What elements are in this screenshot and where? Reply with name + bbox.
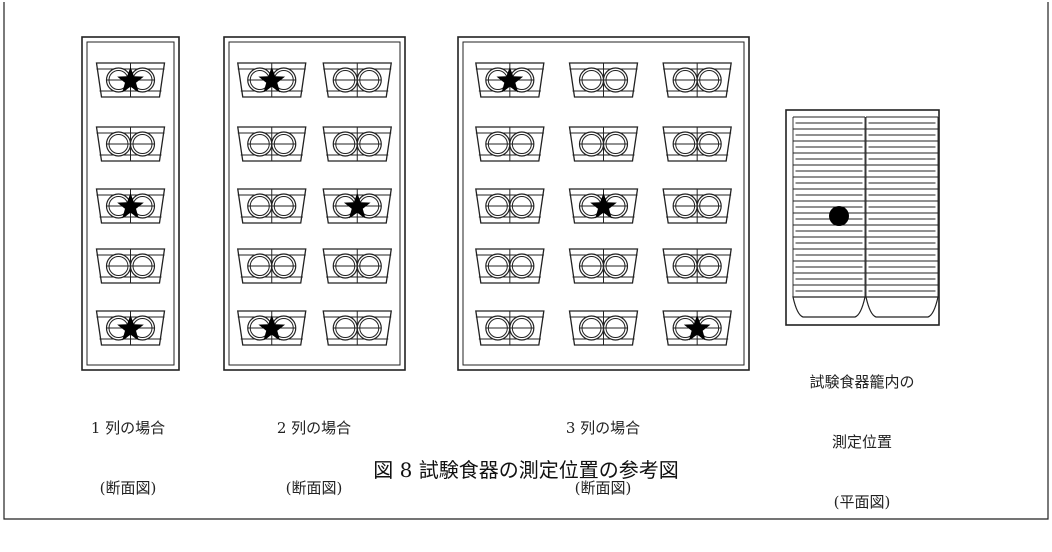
rack-outline <box>322 62 393 98</box>
panel-1-inner-frame <box>86 41 175 366</box>
rack-outline <box>662 248 732 284</box>
figure-caption: 図 8 試験食器の測定位置の参考図 <box>373 458 679 482</box>
diagram-canvas <box>3 2 1049 520</box>
rack-outline <box>568 188 639 224</box>
plan-view-frame <box>785 109 940 326</box>
measurement-point-dot-icon <box>829 206 849 226</box>
rack-outline <box>236 188 307 224</box>
plan-view-label: 試験食器籠内の 測定位置 (平面図) <box>786 332 938 552</box>
rack-outline <box>236 310 307 346</box>
dish-rack-unit-17 <box>568 62 639 98</box>
bowl-base <box>792 296 866 318</box>
panel-2-inner-frame <box>228 41 401 366</box>
rack-outline <box>568 310 639 346</box>
rack-outline <box>322 126 393 162</box>
dish-rack-unit-3 <box>95 188 166 224</box>
dish-rack-unit-7 <box>322 62 393 98</box>
dish-rack-unit-27 <box>662 248 732 284</box>
panel-3-inner-frame <box>462 41 745 366</box>
dish-rack-unit-8 <box>236 126 307 162</box>
measurement-star-icon <box>590 193 617 219</box>
rack-outline <box>475 62 545 98</box>
dish-rack-unit-16 <box>475 62 545 98</box>
dish-rack-unit-24 <box>662 188 732 224</box>
panel-2-label-line1: 2 列の場合 <box>276 419 352 437</box>
dish-rack-unit-21 <box>662 126 732 162</box>
panel-3-outer-frame <box>457 36 750 371</box>
rack-outline <box>236 126 307 162</box>
dish-rack-unit-22 <box>475 188 545 224</box>
rack-outline <box>322 248 393 284</box>
measurement-star-icon <box>258 67 286 93</box>
rack-outline <box>95 126 166 162</box>
dish-rack-unit-25 <box>475 248 545 284</box>
dish-rack-unit-12 <box>236 248 307 284</box>
rack-outline <box>662 310 732 346</box>
plan-view-dish-stack-1 <box>792 116 866 318</box>
bowl-base <box>865 296 939 318</box>
plan-view-label-line2: 測定位置 <box>831 433 892 451</box>
plan-view-label-line1: 試験食器籠内の <box>809 373 915 391</box>
panel-2-outer-frame <box>223 36 406 371</box>
dish-rack-unit-20 <box>568 126 639 162</box>
rack-outline <box>322 188 393 224</box>
rack-outline <box>475 310 545 346</box>
dish-rack-unit-14 <box>236 310 307 346</box>
rack-outline <box>662 188 732 224</box>
panel-2-label-line2: (断面図) <box>285 479 343 497</box>
rack-outline <box>568 248 639 284</box>
rack-outline <box>95 188 166 224</box>
panel-3-label-line2: (断面図) <box>574 479 632 497</box>
dish-rack-unit-2 <box>95 126 166 162</box>
rack-outline <box>662 126 732 162</box>
measurement-star-icon <box>258 315 286 341</box>
dish-rack-unit-13 <box>322 248 393 284</box>
outer-border <box>3 2 1049 520</box>
panel-1-outer-frame <box>81 36 180 371</box>
dish-rack-unit-28 <box>475 310 545 346</box>
panel-1-label-line1: 1 列の場合 <box>90 419 166 437</box>
dish-rack-unit-18 <box>662 62 732 98</box>
panel-1-label: 1 列の場合 (断面図) <box>60 378 196 538</box>
panel-1-label-line2: (断面図) <box>99 479 157 497</box>
dish-rack-unit-10 <box>236 188 307 224</box>
measurement-star-icon <box>496 67 524 93</box>
dish-rack-unit-29 <box>568 310 639 346</box>
rack-outline <box>95 62 166 98</box>
dish-rack-unit-6 <box>236 62 307 98</box>
rack-outline <box>475 248 545 284</box>
dish-rack-unit-19 <box>475 126 545 162</box>
rack-outline <box>322 310 393 346</box>
dish-rack-unit-4 <box>95 248 166 284</box>
rack-outline <box>236 62 307 98</box>
panel-3-label: 3 列の場合 (断面図) <box>458 378 748 538</box>
rack-outline <box>95 310 166 346</box>
measurement-star-icon <box>343 193 371 219</box>
rack-outline <box>662 62 732 98</box>
plan-view <box>785 109 940 326</box>
figure-frame: 1 列の場合 (断面図) 2 列の場合 (断面図) 3 列の場合 (断面図) 試… <box>3 2 1049 520</box>
panel-2-label: 2 列の場合 (断面図) <box>224 378 404 538</box>
plan-view-dish-stack-2 <box>865 116 939 318</box>
dish-rack-unit-26 <box>568 248 639 284</box>
panel-3-label-line1: 3 列の場合 <box>565 419 641 437</box>
plan-view-label-line3: (平面図) <box>833 493 891 511</box>
measurement-star-icon <box>117 315 144 341</box>
measurement-star-icon <box>117 193 144 219</box>
rack-outline <box>475 126 545 162</box>
dish-rack-unit-11 <box>322 188 393 224</box>
dish-rack-unit-23 <box>568 188 639 224</box>
dish-rack-unit-30 <box>662 310 732 346</box>
rack-outline <box>95 248 166 284</box>
rack-outline <box>568 62 639 98</box>
dish-rack-unit-1 <box>95 62 166 98</box>
rack-outline <box>475 188 545 224</box>
measurement-star-icon <box>683 315 711 341</box>
measurement-star-icon <box>117 67 144 93</box>
rack-outline <box>236 248 307 284</box>
dish-rack-unit-15 <box>322 310 393 346</box>
rack-outline <box>568 126 639 162</box>
dish-rack-unit-9 <box>322 126 393 162</box>
dish-rack-unit-5 <box>95 310 166 346</box>
